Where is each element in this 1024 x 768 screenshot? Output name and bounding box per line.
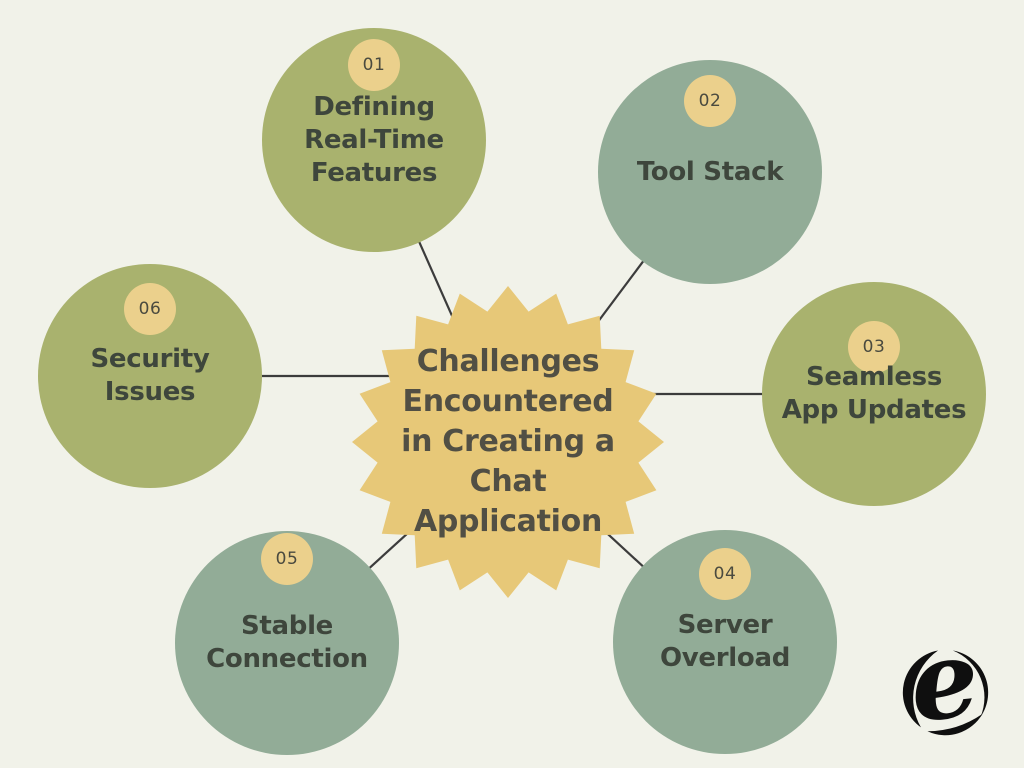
brand-logo: e [897, 616, 994, 747]
node-label-06: Security Issues [91, 343, 210, 409]
node-label-line: Defining [313, 91, 435, 122]
node-number: 03 [862, 337, 886, 357]
node-number: 06 [138, 299, 162, 319]
node-label-line: Server [677, 610, 773, 640]
node-number-badge-01: 01 [348, 39, 400, 91]
node-label-line: Tool Stack [636, 156, 784, 187]
node-label-line: Real-Time [304, 124, 444, 155]
node-number-badge-06: 06 [124, 283, 176, 335]
svg-text:e: e [904, 644, 985, 741]
node-number-badge-05: 05 [261, 533, 313, 585]
center-title-line: Encountered [402, 384, 614, 419]
center-title: Challenges Encountered in Creating a Cha… [348, 342, 668, 542]
node-number-badge-03: 03 [848, 321, 900, 373]
node-label-line: Stable [240, 611, 334, 641]
node-label-line: Seamless [805, 362, 943, 392]
node-circle-03: 03 Seamless App Updates [762, 282, 986, 506]
node-label-line: Features [310, 157, 438, 188]
node-label-line: App Updates [781, 395, 967, 425]
node-number-badge-04: 04 [699, 548, 751, 600]
node-number: 02 [698, 91, 722, 111]
node-label-line: Overload [659, 643, 791, 673]
node-label-04: Server Overload [660, 609, 790, 675]
node-label-line: Issues [104, 377, 196, 407]
starburst-shape [352, 286, 664, 598]
node-label-01: Defining Real-Time Features [304, 91, 444, 190]
node-circle-02: 02 Tool Stack [598, 60, 822, 284]
node-label-05: Stable Connection [206, 610, 368, 676]
center-title-line: in Creating a [401, 424, 615, 459]
center-title-line: Challenges [416, 344, 600, 379]
e-logo-icon: e [902, 616, 989, 747]
node-number: 05 [275, 549, 299, 569]
center-title-line: Application [413, 504, 603, 539]
node-label-line: Connection [206, 644, 368, 674]
node-number: 04 [713, 564, 737, 584]
node-label-line: Security [90, 344, 210, 374]
node-number: 01 [362, 55, 386, 75]
center-title-line: Chat [469, 464, 547, 499]
node-label-03: Seamless App Updates [782, 361, 967, 427]
node-circle-01: 01 Defining Real-Time Features [262, 28, 486, 252]
center-starburst [352, 286, 664, 598]
node-number-badge-02: 02 [684, 75, 736, 127]
node-circle-05: 05 Stable Connection [175, 531, 399, 755]
node-label-02: Tool Stack [636, 156, 784, 189]
node-circle-06: 06 Security Issues [38, 264, 262, 488]
node-circle-04: 04 Server Overload [613, 530, 837, 754]
